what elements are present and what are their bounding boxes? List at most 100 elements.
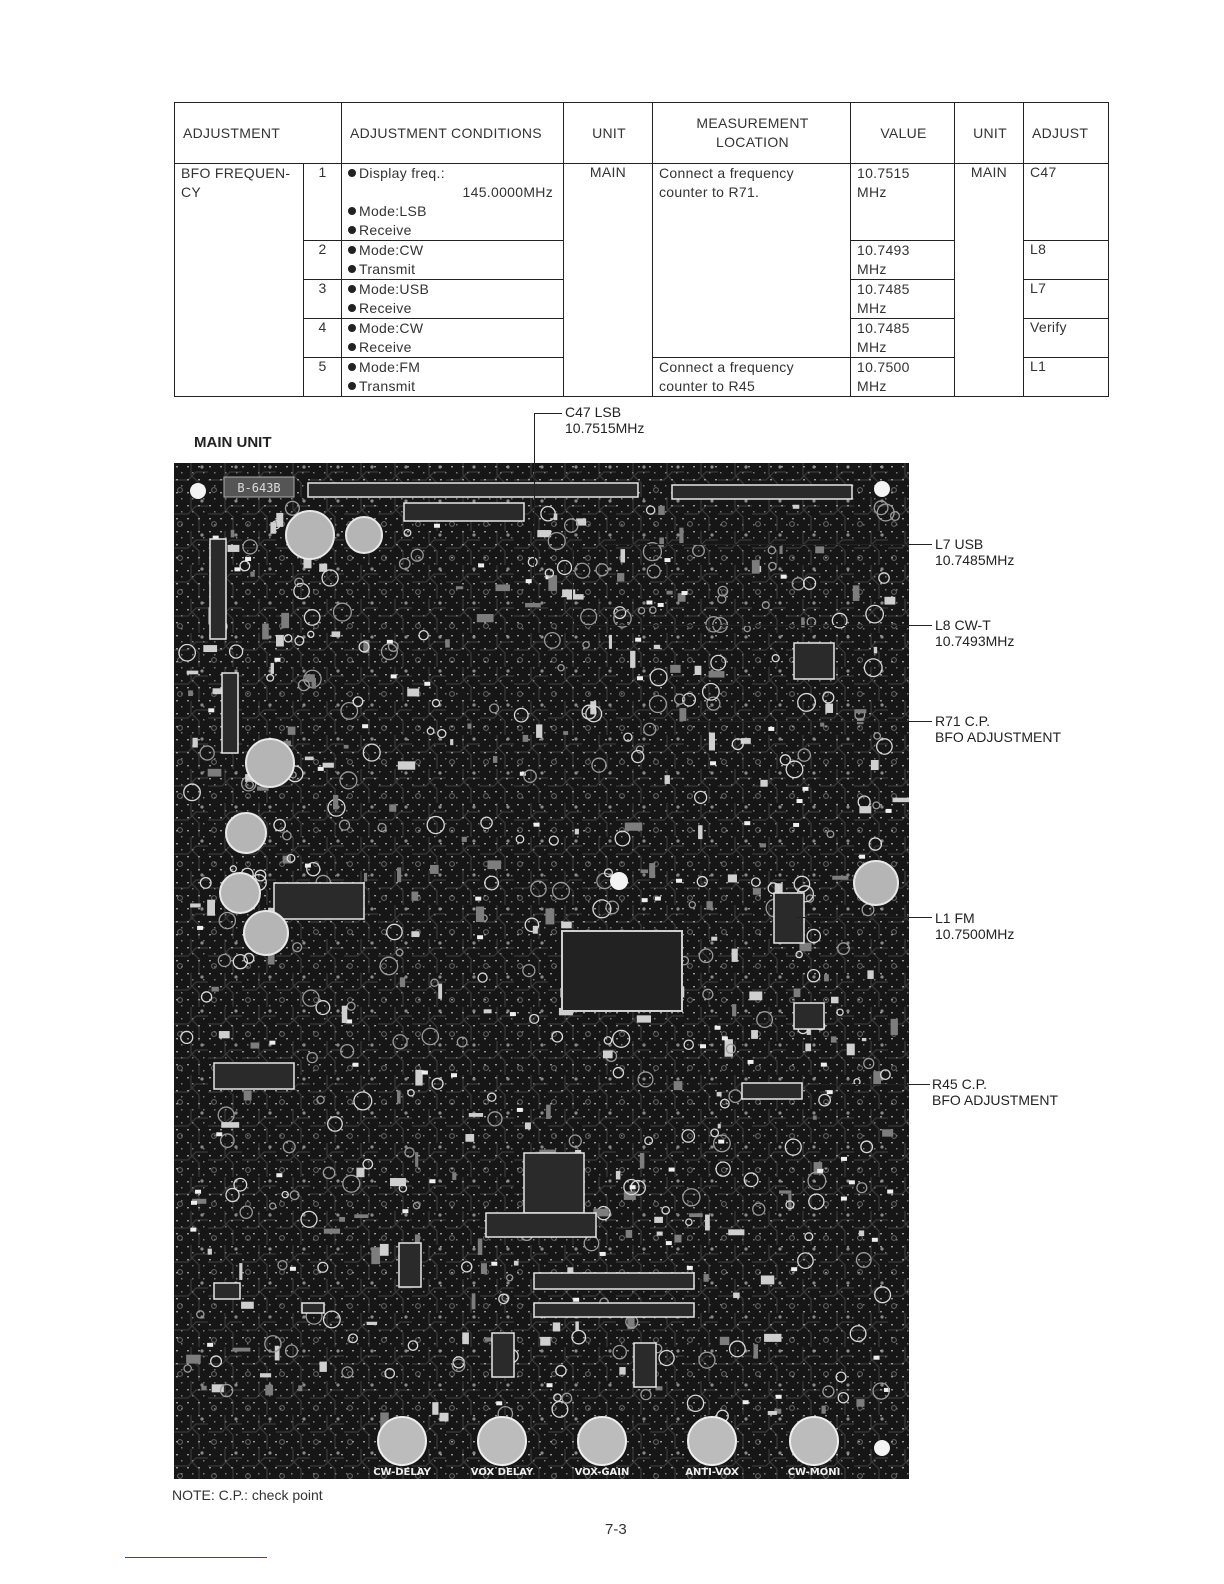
pcb-component	[852, 585, 860, 601]
pcb-component	[524, 1122, 531, 1130]
pcb-component	[793, 822, 800, 827]
pcb-component	[306, 861, 321, 877]
adjust-cell: C47	[1023, 163, 1109, 241]
pcb-component	[352, 696, 364, 708]
pcb-large-capacitor	[225, 812, 267, 854]
pcb-component	[848, 1180, 855, 1185]
pcb-component	[292, 942, 303, 953]
pcb-component	[813, 1162, 823, 1175]
pcb-component	[533, 822, 540, 827]
pcb-component	[717, 1123, 721, 1129]
pcb-component	[412, 1201, 421, 1210]
pcb-component	[245, 556, 252, 561]
mounting-hole	[874, 1440, 890, 1456]
table-row: 5 Mode:FM Transmit Connect a frequency c…	[175, 357, 1109, 397]
pcb-component	[275, 634, 284, 647]
pcb-component	[477, 935, 484, 940]
pcb-component	[431, 1077, 444, 1090]
pcb-component	[876, 503, 895, 522]
pcb-component	[768, 561, 777, 571]
pcb-component	[284, 500, 300, 516]
pcb-component	[431, 698, 441, 708]
pcb-component	[208, 708, 215, 713]
pcb-component	[283, 740, 292, 747]
pcb-component	[484, 875, 500, 891]
pcb-component	[591, 757, 607, 773]
pcb-large-capacitor	[219, 872, 261, 914]
pcb-component	[705, 1214, 710, 1231]
pcb-component	[664, 775, 670, 784]
pcb-component	[287, 726, 296, 735]
knob-label: VOX-GAIN	[575, 1467, 630, 1478]
leader-line	[572, 538, 573, 625]
pcb-ic-block	[209, 538, 227, 640]
pcb-component	[582, 640, 590, 649]
pcb-component	[537, 530, 552, 538]
pcb-component	[476, 614, 494, 623]
section-title: MAIN UNIT	[194, 434, 272, 451]
pcb-component	[496, 1401, 503, 1406]
pcb-component	[859, 854, 866, 859]
pcb-component	[767, 1410, 777, 1415]
pcb-component	[677, 593, 686, 602]
pcb-component	[304, 863, 311, 868]
pcb-component	[805, 894, 815, 903]
pcb-component	[191, 1198, 207, 1204]
pcb-component	[797, 692, 817, 712]
pcb-component	[686, 1265, 693, 1270]
pcb-component	[515, 834, 525, 844]
pcb-component	[426, 727, 435, 736]
pcb-component	[806, 1029, 811, 1035]
pcb-component	[319, 563, 328, 572]
pcb-component	[874, 1286, 892, 1304]
pcb-component	[731, 738, 744, 751]
pcb-component	[322, 762, 334, 768]
adjustment-name-cell: BFO FREQUEN- CY	[174, 163, 304, 397]
pcb-component	[761, 601, 770, 610]
pcb-component	[225, 1187, 240, 1203]
pcb-component	[210, 1355, 223, 1368]
pcb-component	[211, 1384, 224, 1393]
pcb-component	[232, 1347, 251, 1352]
pcb-component	[884, 596, 896, 605]
pcb-component	[613, 609, 632, 628]
mounting-hole	[190, 483, 206, 499]
pcb-component	[561, 921, 572, 929]
pcb-component	[353, 1091, 373, 1111]
pcb-component	[239, 1205, 253, 1219]
pcb-component	[640, 869, 649, 874]
pcb-component	[648, 606, 657, 614]
pcb-component	[822, 691, 835, 704]
pcb-component	[793, 988, 801, 998]
pcb-component	[553, 1393, 562, 1402]
value-cell: 10.7515 MHz	[850, 163, 955, 241]
pcb-component	[665, 1241, 672, 1246]
pcb-component	[846, 1043, 855, 1056]
pcb-component	[317, 1261, 329, 1273]
pcb-component	[759, 843, 767, 848]
pcb-component	[286, 853, 296, 863]
pcb-component	[581, 704, 597, 720]
pcb-component	[389, 804, 397, 812]
table-header-row: ADJUSTMENT ADJUSTMENT CONDITIONS UNIT ME…	[174, 102, 1109, 164]
pcb-component	[265, 1384, 273, 1396]
pcb-ic-block	[533, 1272, 695, 1290]
pcb-component	[595, 563, 609, 577]
pcb-component	[348, 1333, 358, 1344]
pcb-component	[196, 1310, 205, 1319]
pcb-component	[519, 771, 526, 776]
pcb-component	[218, 1031, 230, 1039]
pcb-component	[544, 568, 555, 578]
pcb-component	[250, 571, 255, 577]
board-id-plate	[223, 476, 295, 498]
adjust-cell: L8	[1023, 240, 1109, 280]
callout-l1: L1 FM 10.7500MHz	[935, 910, 1015, 942]
pcb-component	[468, 1113, 484, 1117]
pcb-component	[602, 1050, 613, 1059]
pcb-component	[242, 539, 258, 555]
pcb-component	[243, 1090, 252, 1101]
pcb-component	[545, 908, 555, 925]
pcb-component	[377, 822, 387, 833]
pcb-component	[771, 654, 780, 663]
step-number: 1	[303, 163, 342, 241]
